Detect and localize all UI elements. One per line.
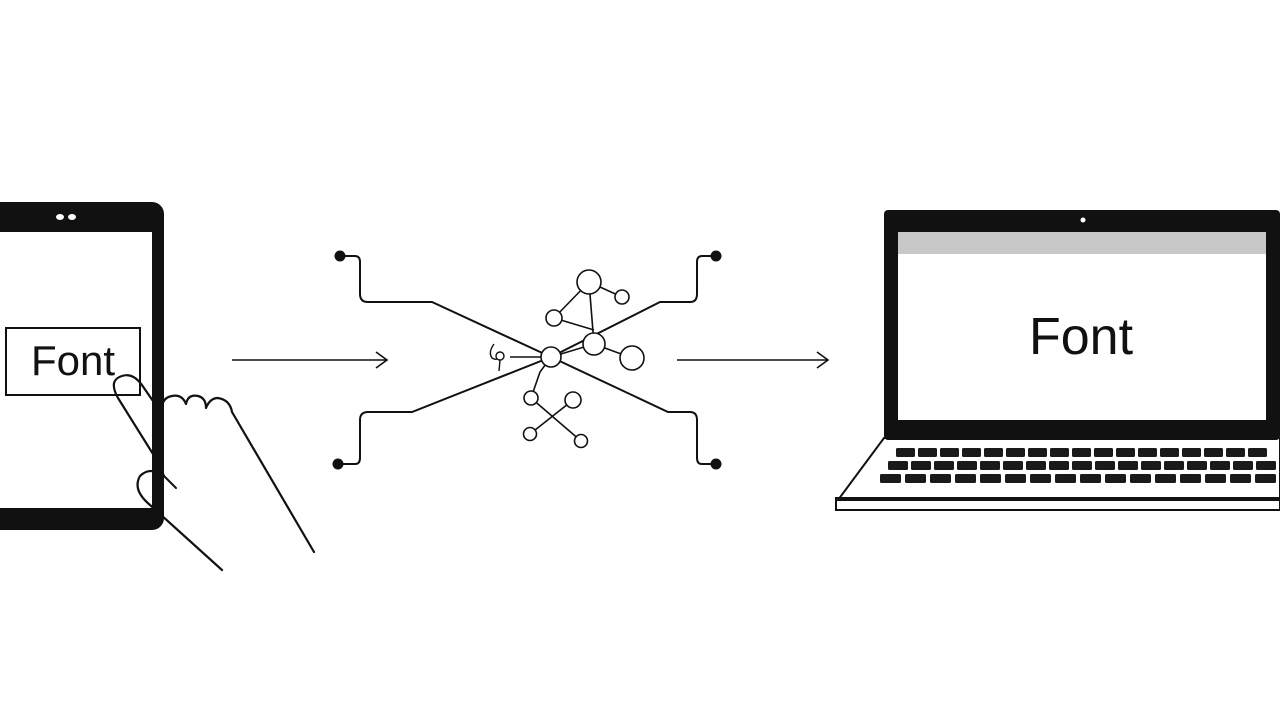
keyboard-key [1155, 474, 1176, 483]
network-node [523, 390, 539, 406]
laptop-screen-text: Font [1029, 308, 1134, 366]
keyboard-key [1030, 474, 1051, 483]
hand-pointer-icon [112, 374, 316, 572]
glyph-mark [489, 343, 505, 372]
keyboard-key [934, 461, 954, 470]
keyboard-key [1187, 461, 1207, 470]
keyboard-key [918, 448, 937, 457]
keyboard-key [1230, 474, 1251, 483]
tablet-device: Font [0, 202, 164, 530]
keyboard-key [957, 461, 977, 470]
keyboard-key [1080, 474, 1101, 483]
keyboard-key [962, 448, 981, 457]
network-node [582, 332, 606, 356]
keyboard-key [888, 461, 908, 470]
network-node [522, 426, 538, 442]
keyboard-key [1226, 448, 1245, 457]
neural-network-icon [332, 250, 722, 470]
keyboard-key [1028, 448, 1047, 457]
keyboard-key [1116, 448, 1135, 457]
laptop-front-edge [835, 497, 1280, 511]
keyboard-key [1248, 448, 1267, 457]
keyboard-key [1182, 448, 1201, 457]
keyboard-key [905, 474, 926, 483]
laptop-keyboard [880, 448, 1276, 483]
network-node [619, 345, 645, 371]
trace-terminal [710, 250, 722, 262]
tablet-camera-right [68, 214, 76, 220]
keyboard-key [1164, 461, 1184, 470]
keyboard-key [1005, 474, 1026, 483]
keyboard-key [1138, 448, 1157, 457]
keyboard-key [1118, 461, 1138, 470]
keyboard-key [930, 474, 951, 483]
network-node [564, 391, 582, 409]
keyboard-key [1210, 461, 1230, 470]
network-node [540, 346, 562, 368]
trace-terminal [332, 458, 344, 470]
laptop-window-titlebar [898, 232, 1266, 254]
network-node [573, 433, 589, 449]
keyboard-key [1095, 461, 1115, 470]
keyboard-key [1003, 461, 1023, 470]
trace-terminal [334, 250, 346, 262]
keyboard-key [1050, 448, 1069, 457]
keyboard-key [880, 474, 901, 483]
keyboard-key [1049, 461, 1069, 470]
keyboard-key [1026, 461, 1046, 470]
keyboard-key [1072, 461, 1092, 470]
keyboard-key [1205, 474, 1226, 483]
keyboard-key [1160, 448, 1179, 457]
keyboard-key [1255, 474, 1276, 483]
arrow-right-icon [677, 351, 830, 369]
network-node [545, 309, 563, 327]
keyboard-key [1072, 448, 1091, 457]
keyboard-key [1233, 461, 1253, 470]
keyboard-key [1141, 461, 1161, 470]
laptop-device: Font [835, 210, 1280, 511]
tablet-text-box [5, 327, 141, 396]
keyboard-key [984, 448, 1003, 457]
arrow-right-icon [232, 351, 389, 369]
tablet-text-box-label: Font [31, 337, 115, 384]
keyboard-key [1256, 461, 1276, 470]
keyboard-key [1180, 474, 1201, 483]
keyboard-key [1055, 474, 1076, 483]
laptop-camera [1080, 217, 1086, 223]
keyboard-key [1094, 448, 1113, 457]
keyboard-key [1006, 448, 1025, 457]
keyboard-key [1105, 474, 1126, 483]
laptop-base [836, 437, 1280, 501]
keyboard-key [1130, 474, 1151, 483]
keyboard-key [1204, 448, 1223, 457]
keyboard-key [980, 474, 1001, 483]
keyboard-key [940, 448, 959, 457]
network-node [576, 269, 602, 295]
laptop-screen [898, 232, 1266, 420]
trace-terminal [710, 458, 722, 470]
keyboard-key [980, 461, 1000, 470]
tablet-camera-left [56, 214, 64, 220]
keyboard-key [896, 448, 915, 457]
keyboard-key [955, 474, 976, 483]
keyboard-key [911, 461, 931, 470]
network-node [614, 289, 630, 305]
tablet-screen [0, 232, 152, 508]
